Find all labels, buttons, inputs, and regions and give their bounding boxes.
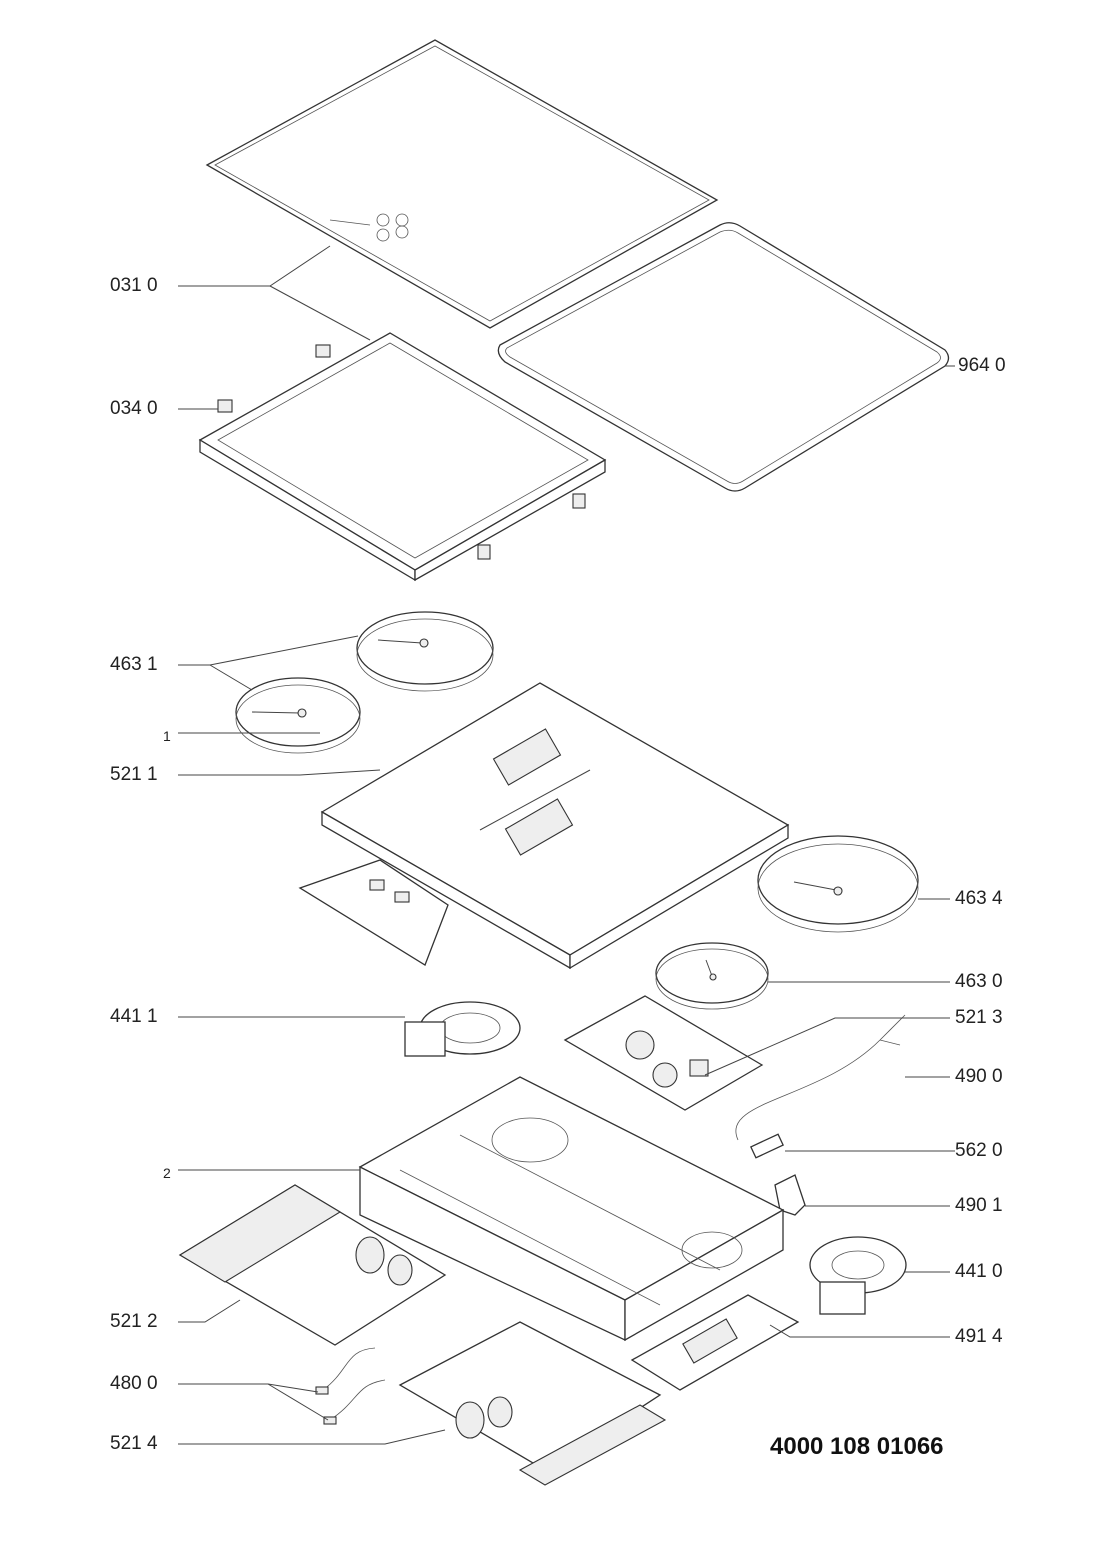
callout-441-0: 441 0 [955,1261,1003,1282]
callout-491-4: 491 4 [955,1326,1003,1347]
callout-463-4: 463 4 [955,888,1003,909]
callout-463-0: 463 0 [955,971,1003,992]
callout-521-1: 521 1 [110,764,158,785]
power-board-left [178,1184,447,1346]
callout-490-1: 490 1 [955,1195,1003,1216]
wiring-harness [315,1347,386,1425]
callout-562-0: 562 0 [955,1140,1003,1161]
callout-521-2: 521 2 [110,1311,158,1332]
document-id: 4000 108 01066 [770,1433,944,1460]
fuse [750,1133,784,1159]
cooling-fan-right [809,1236,907,1315]
callout-490-0: 490 0 [955,1066,1003,1087]
cable-clamp [774,1174,806,1216]
glass-ceramic-top [205,39,719,329]
induction-coil-large [757,835,919,933]
induction-coil-small [655,942,769,1010]
callout-964-0: 964 0 [958,355,1006,376]
support-plate [320,682,790,970]
callout-463-1: 463 1 [110,654,158,675]
callout-480-0: 480 0 [110,1373,158,1394]
callout-031-0: 031 0 [110,275,158,296]
power-board-right [398,1321,667,1486]
callout-2: 2 [163,1165,171,1181]
cooling-fan-left [404,1001,521,1057]
callout-521-4: 521 4 [110,1433,158,1454]
bottom-housing [358,1076,785,1342]
terminal-block [630,1294,800,1391]
callout-034-0: 034 0 [110,398,158,419]
induction-coil-rear [235,611,494,754]
callout-1: 1 [163,728,171,744]
callout-441-1: 441 1 [110,1006,158,1027]
filter-board [563,995,764,1111]
power-cable [735,1014,906,1141]
frame [198,332,607,582]
leader-lines [178,245,955,1445]
control-board [298,859,449,966]
callout-521-3: 521 3 [955,1007,1003,1028]
